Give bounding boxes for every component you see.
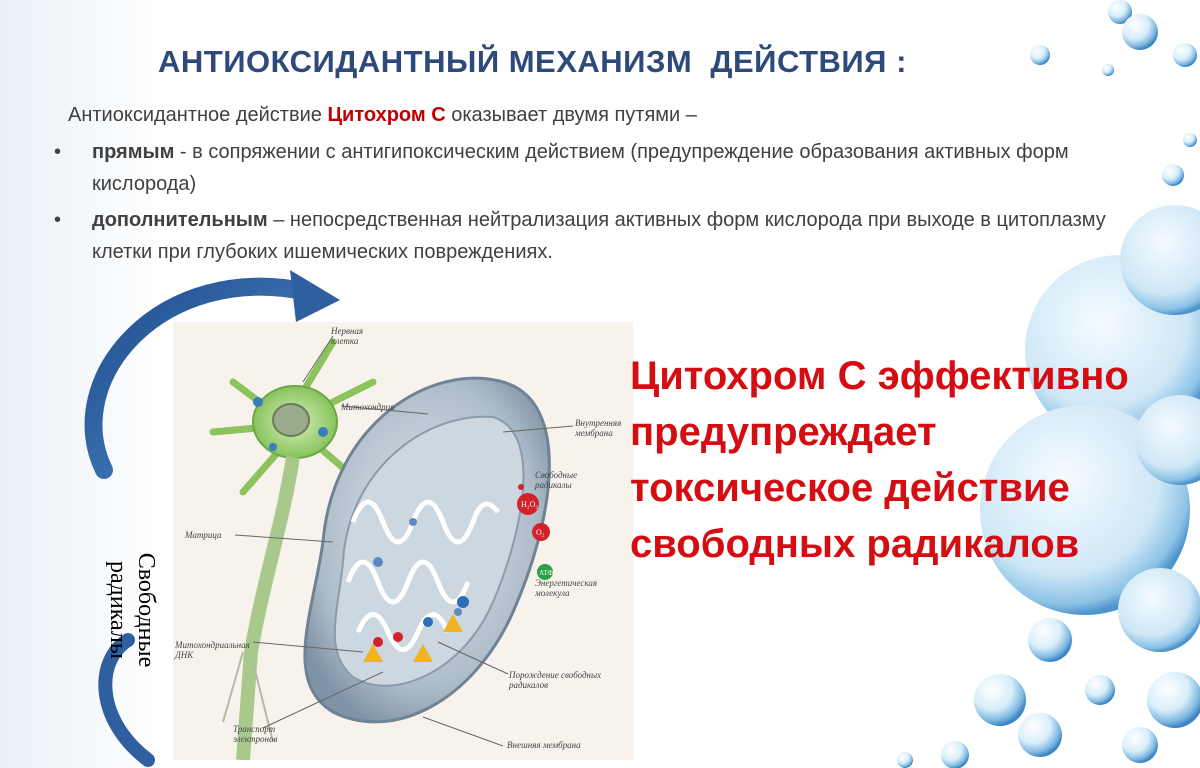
bullet-list: • прямым - в сопряжении с антигипоксичес…: [52, 136, 1142, 272]
key-message-line: токсическое действие: [630, 466, 1070, 510]
label-radical-generation: Порождение свободных радикалов: [509, 670, 601, 690]
label-energy-molecule: Энергетическая молекула: [535, 578, 597, 598]
side-label-free-radicals: Свободные радикалы: [100, 535, 160, 685]
intro-text: Антиоксидантное действие Цитохром С оказ…: [68, 104, 697, 127]
label-matrix: Матрица: [185, 530, 222, 540]
mitochondrion: [303, 376, 551, 724]
label-atp: АТФ: [539, 569, 554, 577]
bullet-marker: •: [54, 209, 62, 231]
label-line: радикалы: [535, 480, 572, 490]
nerve-cell: [209, 338, 377, 760]
bullet-marker: •: [54, 141, 62, 163]
key-message-line: предупреждает: [630, 410, 937, 454]
label-line: Свободные: [535, 470, 578, 480]
label-nerve-cell: Нервная клетка: [331, 326, 363, 346]
label-inner-membrane: Внутренняя мембрана: [575, 418, 621, 438]
bullet-item-direct: • прямым - в сопряжении с антигипоксичес…: [52, 136, 1142, 200]
key-message-line: Цитохром С эффективно: [630, 354, 1129, 398]
slide-title: АНТИОКСИДАНТНЫЙ МЕХАНИЗМ ДЕЙСТВИЯ :: [158, 44, 907, 79]
mitochondria-illustration: Нервная клетка Митохондрия Внутренняя ме…: [173, 322, 633, 760]
label-line: ДНК: [175, 650, 194, 660]
label-mito-dna: Митохондриальная ДНК: [175, 640, 250, 660]
side-label-line: Свободные: [133, 552, 159, 668]
bullet-text: – непосредственная нейтрализация активны…: [92, 209, 1106, 263]
intro-highlight: Цитохром С: [327, 104, 446, 126]
label-line: мембрана: [575, 428, 613, 438]
curved-arrow-icon: [84, 270, 340, 767]
bullet-bold-term: дополнительным: [92, 209, 268, 231]
label-line: радикалов: [509, 680, 548, 690]
label-line: молекула: [535, 588, 570, 598]
label-line: Энергетическая: [535, 578, 598, 588]
label-line: Митохондриальная: [175, 640, 250, 650]
label-line: Транспорт: [233, 724, 276, 734]
side-label-line: радикалы: [105, 561, 131, 659]
bullet-item-additional: • дополнительным – непосредственная нейт…: [52, 204, 1142, 268]
label-h2o2: H₂O₂: [521, 500, 539, 509]
label-mitochondria: Митохондрия: [341, 402, 395, 412]
label-outer-membrane: Внешняя мембрана: [507, 740, 581, 750]
label-line: электронов: [233, 734, 278, 744]
free-radical-symbols: [517, 484, 553, 580]
intro-before: Антиоксидантное действие: [68, 104, 328, 126]
key-message: Цитохром С эффективно предупреждает токс…: [630, 348, 1150, 572]
intro-after: оказывает двумя путями –: [445, 104, 697, 126]
label-line: Внутренняя: [575, 418, 622, 428]
bullet-bold-term: прямым: [92, 141, 175, 163]
label-line: Порождение свободных: [509, 670, 602, 680]
mitochondria-drawing: [209, 335, 574, 760]
key-message-line: свободных радикалов: [630, 522, 1080, 566]
bullet-text: - в сопряжении с антигипоксическим дейст…: [92, 141, 1069, 195]
label-line: клетка: [331, 336, 359, 346]
label-free-radicals: Свободные радикалы: [535, 470, 577, 490]
label-line: Нервная: [331, 326, 364, 336]
label-electron-transport: Транспорт электронов: [233, 724, 277, 744]
label-o2: O₂: [536, 528, 545, 537]
